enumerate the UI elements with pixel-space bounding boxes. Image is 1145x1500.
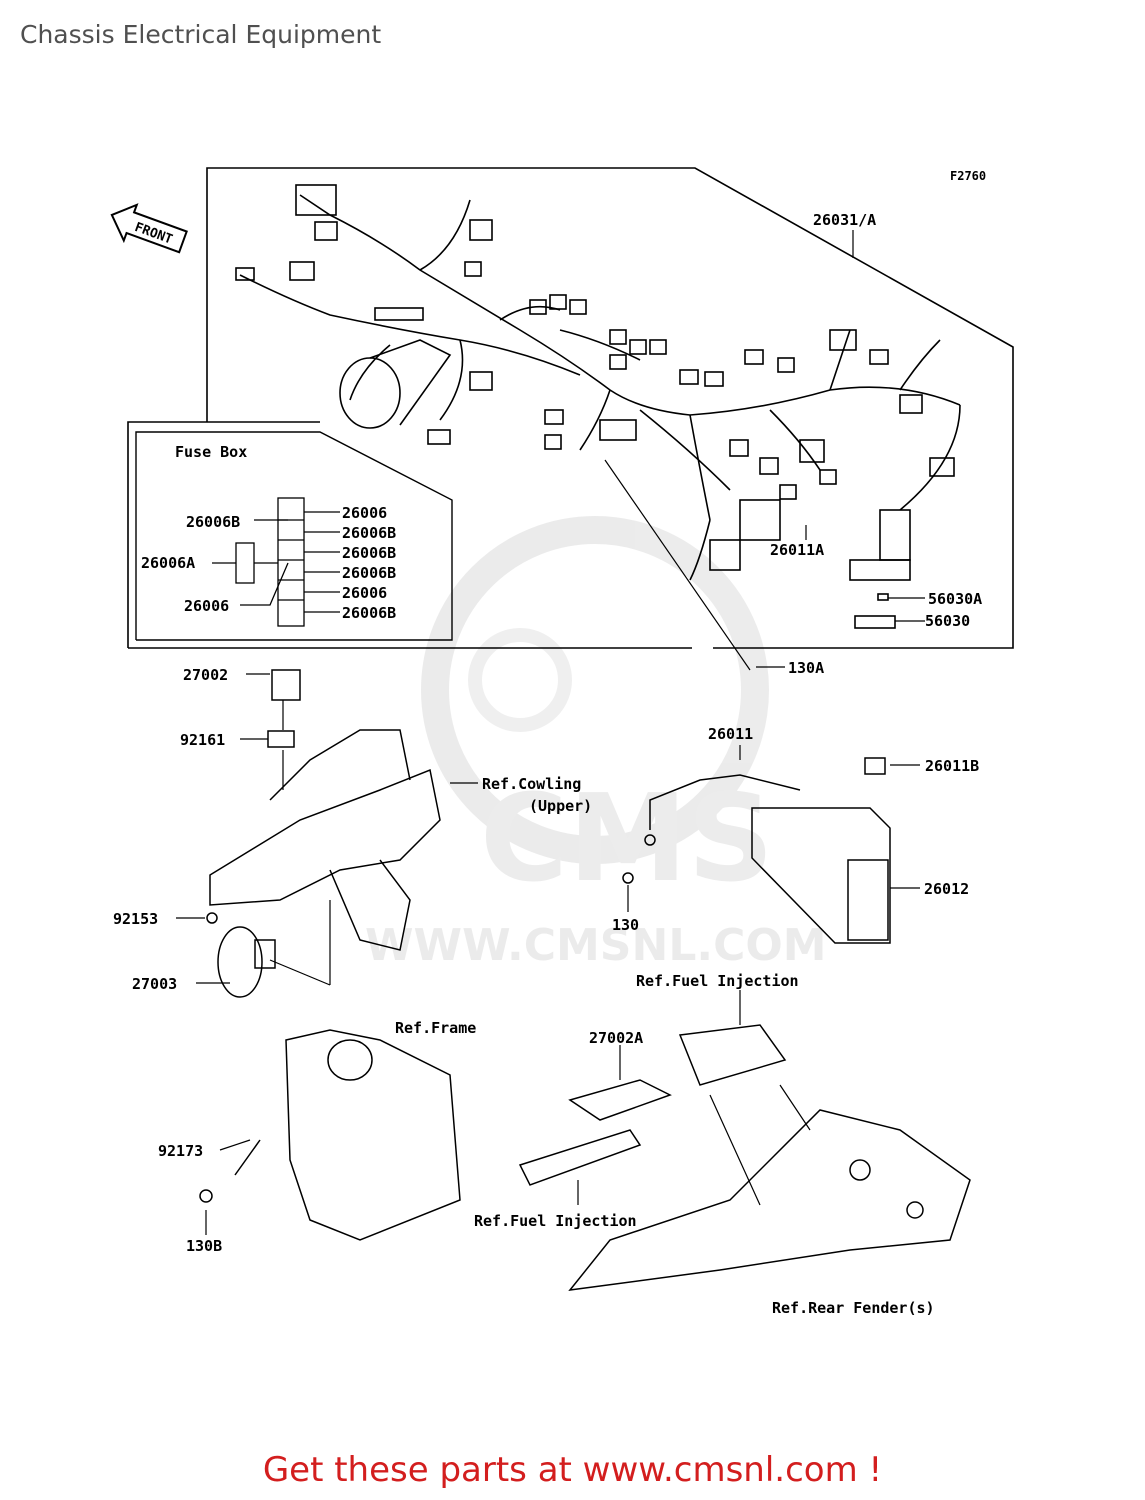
label-ref-fuel-injection-top: Ref.Fuel Injection bbox=[636, 972, 799, 990]
label-27002: 27002 bbox=[183, 666, 228, 684]
label-56030: 56030 bbox=[925, 612, 970, 630]
label-ref-frame: Ref.Frame bbox=[395, 1019, 476, 1037]
label-26006a: 26006A bbox=[141, 554, 195, 572]
lower-parts-illustration bbox=[199, 669, 971, 1291]
footer-parts-link[interactable]: Get these parts at www.cmsnl.com ! bbox=[262, 1450, 883, 1490]
label-26031a: 26031/A bbox=[813, 211, 876, 229]
label-fuse-6: 26006B bbox=[342, 604, 396, 622]
label-26011: 26011 bbox=[708, 725, 753, 743]
watermark-logo: CMS bbox=[480, 770, 774, 909]
label-ref-fuel-injection-bottom: Ref.Fuel Injection bbox=[474, 1212, 637, 1230]
part-labels: 26031/A 26006B 26006A 26006 26006 26006B… bbox=[113, 211, 982, 1317]
fuse-box-illustration bbox=[212, 497, 340, 627]
label-92173: 92173 bbox=[158, 1142, 203, 1160]
label-26011a: 26011A bbox=[770, 541, 824, 559]
fuse-box-title: Fuse Box bbox=[175, 443, 247, 461]
diagram-code: F2760 bbox=[950, 169, 986, 183]
label-27002a: 27002A bbox=[589, 1029, 643, 1047]
page-title: Chassis Electrical Equipment bbox=[20, 20, 382, 49]
label-92153: 92153 bbox=[113, 910, 158, 928]
leader-lines bbox=[176, 230, 925, 1235]
label-fuse-1: 26006 bbox=[342, 504, 387, 522]
label-92161: 92161 bbox=[180, 731, 225, 749]
fuse-box-frame bbox=[135, 431, 453, 641]
label-fuse-4: 26006B bbox=[342, 564, 396, 582]
label-fuse-5: 26006 bbox=[342, 584, 387, 602]
label-fuse-3: 26006B bbox=[342, 544, 396, 562]
label-ref-rear-fender: Ref.Rear Fender(s) bbox=[772, 1299, 935, 1317]
label-fuse-2: 26006B bbox=[342, 524, 396, 542]
label-130b: 130B bbox=[186, 1237, 222, 1255]
label-26012: 26012 bbox=[924, 880, 969, 898]
front-arrow-icon: FRONT bbox=[110, 203, 188, 254]
label-ref-cowling: Ref.Cowling bbox=[482, 775, 581, 793]
label-56030a: 56030A bbox=[928, 590, 982, 608]
wire-harness-illustration bbox=[235, 184, 961, 629]
watermark-url: WWW.CMSNL.COM bbox=[365, 920, 827, 971]
label-130: 130 bbox=[612, 916, 639, 934]
label-27003: 27003 bbox=[132, 975, 177, 993]
cmsnl-watermark: CMS WWW.CMSNL.COM bbox=[365, 516, 827, 971]
label-ref-cowling-upper: (Upper) bbox=[529, 797, 592, 815]
label-130a: 130A bbox=[788, 659, 824, 677]
label-26011b: 26011B bbox=[925, 757, 979, 775]
label-26006b-left: 26006B bbox=[186, 513, 240, 531]
label-26006-left: 26006 bbox=[184, 597, 229, 615]
harness-frame bbox=[127, 167, 1014, 649]
